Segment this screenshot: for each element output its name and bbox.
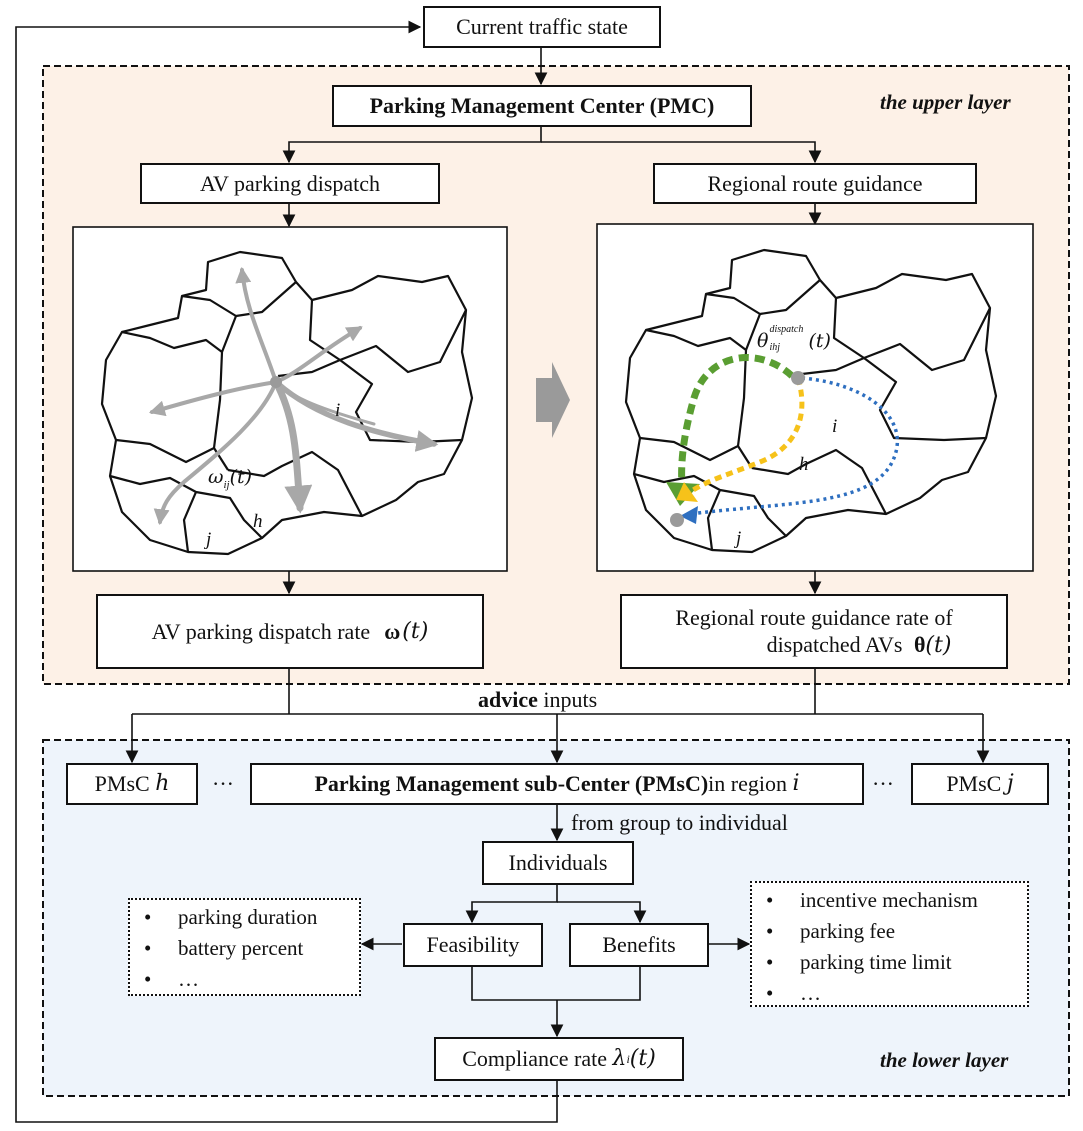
dispatch-rate-text: AV parking dispatch rate [151, 618, 371, 644]
left-map-region-i: i [335, 400, 341, 421]
group-to-individual-label: from group to individual [571, 810, 788, 835]
list-item: parking duration [130, 902, 359, 933]
merge-line [471, 966, 641, 1001]
right-map [596, 223, 1034, 572]
feedback-loop [15, 20, 558, 1123]
benefits-box: Benefits [569, 923, 709, 967]
list-item: … [752, 978, 1027, 1009]
individuals-to-benefits-arrow [557, 901, 647, 924]
av-parking-dispatch-label: AV parking dispatch [199, 170, 381, 196]
pmc-box: Parking Management Center (PMC) [332, 85, 752, 127]
pmsc-main-box: Parking Management sub-Center (PMsC) in … [250, 763, 864, 805]
left-map-region-h: h [253, 511, 263, 532]
guidance-rate-arg: (t) [925, 633, 952, 658]
benefits-factors-list: incentive mechanism parking fee parking … [750, 881, 1029, 1009]
dispatch-rate-symbol: ω [384, 618, 401, 644]
regional-route-guidance-rate-box: Regional route guidance rate of dispatch… [620, 594, 1008, 669]
list-item: … [130, 964, 359, 995]
right-map-region-h: h [799, 454, 809, 475]
left-map [72, 226, 508, 572]
upper-layer-label: the upper layer [880, 90, 1011, 114]
left-map-region-j: j [206, 529, 212, 550]
dispatch-rate-arg: (t) [402, 618, 429, 644]
individuals-box: Individuals [482, 841, 634, 885]
right-map-region-j: j [736, 528, 742, 549]
pmc-split-right-arrow [541, 141, 822, 164]
regional-route-guidance-box: Regional route guidance [653, 163, 977, 204]
regional-route-guidance-label: Regional route guidance [707, 170, 923, 196]
guidance-rate-line2: dispatched AVs [766, 632, 903, 657]
pmc-label: Parking Management Center (PMC) [369, 93, 715, 119]
feasibility-box: Feasibility [403, 923, 543, 967]
lower-layer-label: the lower layer [880, 1048, 1009, 1072]
current-traffic-state-box: Current traffic state [423, 6, 661, 48]
guidance-rate-symbol: θ [913, 632, 926, 657]
ellipsis-right: ··· [872, 771, 894, 796]
individuals-to-feasibility-arrow [465, 884, 558, 924]
transition-arrow [536, 362, 570, 438]
feasibility-factors-list: parking duration battery percent … [128, 898, 361, 996]
list-item: parking time limit [752, 947, 1027, 978]
list-item: battery percent [130, 933, 359, 964]
list-item: parking fee [752, 916, 1027, 947]
advice-inputs-label: advice inputs [478, 687, 598, 712]
av-parking-dispatch-box: AV parking dispatch [140, 163, 440, 204]
right-map-region-i: i [832, 416, 838, 437]
pmc-split-left-arrow [282, 126, 542, 164]
current-traffic-state-label: Current traffic state [456, 14, 628, 40]
pmsc-h-box: PMsC h [66, 763, 198, 805]
left-map-omega-label: ωij(t) [208, 466, 253, 491]
pmsc-j-box: PMsC j [911, 763, 1049, 805]
guidance-rate-line1: Regional route guidance rate of [675, 604, 953, 630]
ellipsis-left: ··· [212, 771, 234, 796]
list-item: incentive mechanism [752, 885, 1027, 916]
av-parking-dispatch-rate-box: AV parking dispatch rate ω (t) [96, 594, 484, 669]
